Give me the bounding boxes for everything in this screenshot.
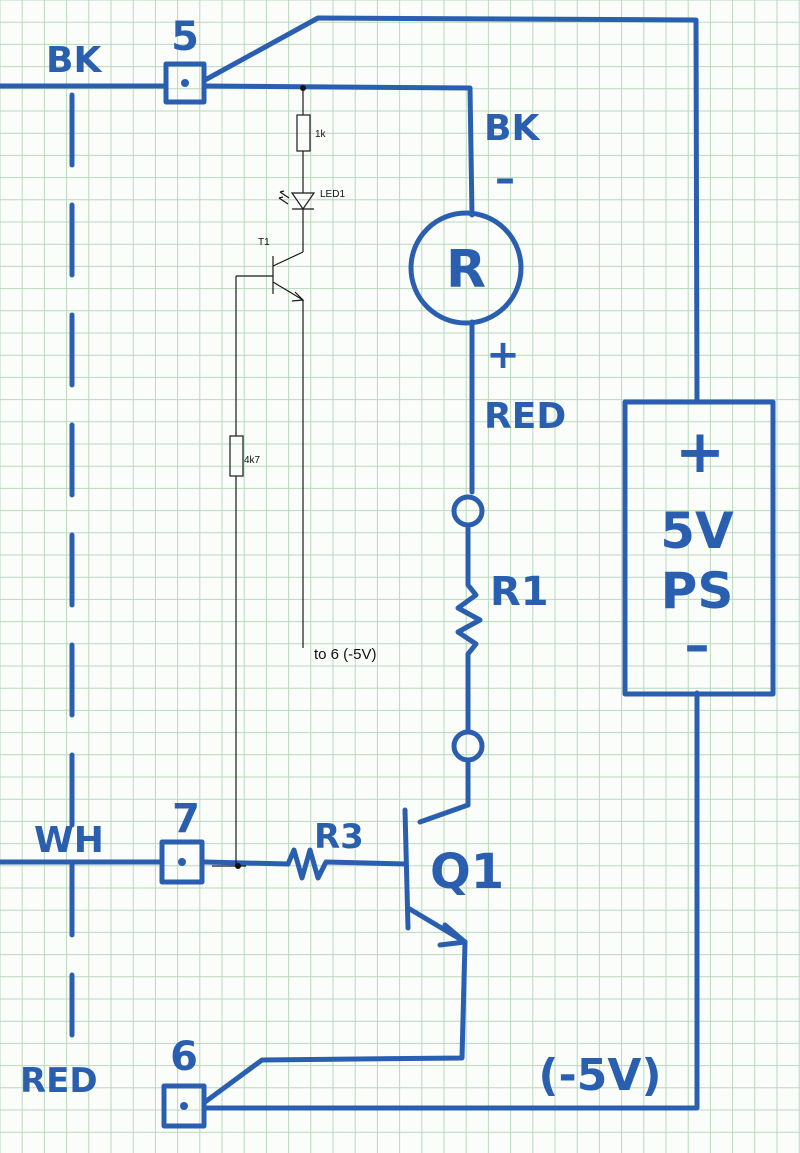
r1-label: R1	[490, 569, 549, 615]
wire-7-to-r3	[202, 859, 291, 867]
supply-minus: –	[685, 616, 710, 674]
resistor-1k-label: 1k	[315, 129, 327, 140]
relay-label: R	[446, 240, 486, 300]
terminal-5-number: 5	[171, 14, 199, 60]
wire-q1-to-6	[202, 939, 468, 1105]
r3-label: R3	[314, 817, 364, 857]
wire-5-to-relay	[202, 83, 475, 218]
wire-network	[0, 15, 700, 1111]
resistor-4k7-label: 4k7	[244, 455, 261, 466]
led-label: LED1	[320, 189, 345, 200]
junction-base	[235, 863, 241, 869]
resistor-r3	[285, 847, 408, 881]
terminal-6-wire: RED	[20, 1061, 98, 1101]
terminal-6-number: 6	[170, 1034, 198, 1080]
resistor-r1	[455, 525, 483, 733]
relay-coil	[408, 210, 524, 326]
relay-minus: –	[495, 156, 515, 202]
terminal-5-wire: BK	[46, 40, 102, 81]
transistor-label: T1	[258, 237, 270, 248]
t1-transistor	[236, 251, 304, 301]
negative-rail-label: (-5V)	[538, 1050, 661, 1101]
resistor-4k7	[229, 435, 244, 477]
wire-5-to-supply	[202, 15, 700, 405]
r1-lower-connector	[451, 729, 485, 763]
terminal-7-number: 7	[172, 796, 200, 842]
supply-type: PS	[661, 562, 734, 620]
led-light-arrows	[278, 190, 290, 205]
wire-r1-to-q1	[417, 759, 471, 825]
wire-6-to-supply	[202, 690, 700, 1111]
r1-upper-connector	[451, 494, 485, 528]
relay-plus: +	[486, 332, 520, 378]
power-supply-box	[622, 399, 776, 697]
supply-voltage: 5V	[660, 502, 734, 560]
q1-label: Q1	[430, 844, 504, 900]
to6-label: to 6 (-5V)	[314, 646, 377, 663]
relay-top-wire: BK	[484, 108, 540, 149]
indicator-addon-circuit: 1k LED1 T1 4k7 to 6 (-5V)	[212, 85, 377, 869]
terminal-7-wire: WH	[34, 820, 104, 861]
terminal-5: 5 BK	[46, 14, 207, 105]
relay-bottom-wire: RED	[484, 396, 566, 437]
terminal-6: 6 RED	[20, 1034, 207, 1129]
terminal-7: 7 WH	[34, 796, 205, 885]
supply-plus: +	[675, 417, 725, 487]
